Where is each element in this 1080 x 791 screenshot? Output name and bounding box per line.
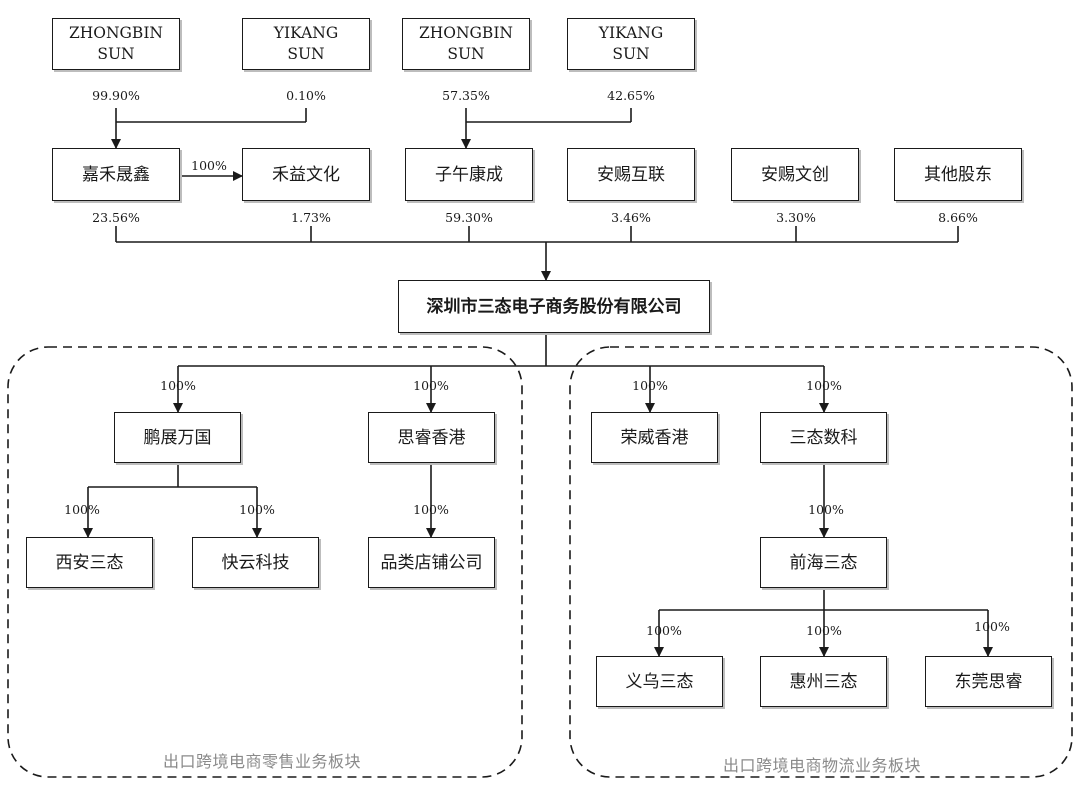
subsidiary-name: 前海三态: [789, 552, 858, 573]
shareholder-other: 其他股东: [894, 148, 1022, 201]
ownership-pct: 42.65%: [607, 88, 655, 103]
ownership-pct: 100%: [808, 502, 844, 517]
ownership-pct: 100%: [806, 378, 842, 393]
retail-segment-frame: [7, 346, 523, 778]
subsidiary-kuaiyun-keji: 快云科技: [192, 537, 319, 588]
shareholder-anci-hulian: 安赐互联: [567, 148, 695, 201]
shareholder-jiahe-shengxin: 嘉禾晟鑫: [52, 148, 180, 201]
shareholder-anci-wenchuang: 安赐文创: [731, 148, 859, 201]
ownership-pct: 8.66%: [938, 210, 978, 225]
ownership-pct: 100%: [64, 502, 100, 517]
ownership-pct: 99.90%: [92, 88, 140, 103]
subsidiary-dongguan-sirui: 东莞思睿: [925, 656, 1052, 707]
retail-segment-label: 出口跨境电商零售业务板块: [162, 752, 362, 771]
ownership-pct: 3.46%: [611, 210, 651, 225]
ownership-pct: 3.30%: [776, 210, 816, 225]
ownership-pct: 100%: [413, 502, 449, 517]
ownership-pct: 57.35%: [442, 88, 490, 103]
subsidiary-name: 品类店铺公司: [380, 552, 483, 573]
ownership-pct: 23.56%: [92, 210, 140, 225]
ownership-pct: 1.73%: [291, 210, 331, 225]
subsidiary-name: 快云科技: [221, 552, 290, 573]
shareholder-name-line1: YIKANG: [598, 24, 664, 42]
subsidiary-pinlei-store: 品类店铺公司: [368, 537, 495, 588]
subsidiary-name: 荣威香港: [620, 427, 689, 448]
shareholder-name-line1: ZHONGBIN: [68, 24, 163, 42]
subsidiary-name: 东莞思睿: [954, 671, 1023, 692]
ownership-pct: 0.10%: [286, 88, 326, 103]
shareholder-name: 其他股东: [924, 164, 992, 185]
main-company: 深圳市三态电子商务股份有限公司: [398, 280, 710, 333]
jiahe-to-heyi-pct: 100%: [191, 158, 227, 173]
shareholder-name: 子午康成: [435, 164, 503, 185]
ownership-pct: 100%: [974, 619, 1010, 634]
ownership-pct: 100%: [239, 502, 275, 517]
subsidiary-rongwei-hk: 荣威香港: [591, 412, 718, 463]
logistics-segment-frame: [569, 346, 1073, 778]
shareholder-name-line1: ZHONGBIN: [418, 24, 513, 42]
ownership-pct: 100%: [646, 623, 682, 638]
shareholder-name-line2: SUN: [612, 45, 650, 63]
ownership-pct: 59.30%: [445, 210, 493, 225]
shareholder-yikang-sun-1: YIKANG SUN: [242, 18, 370, 70]
subsidiary-name: 义乌三态: [625, 671, 694, 692]
shareholder-name: 安赐互联: [597, 164, 665, 185]
shareholder-name: 安赐文创: [761, 164, 829, 185]
subsidiary-yiwu-santai: 义乌三态: [596, 656, 723, 707]
shareholder-ziwu-kangcheng: 子午康成: [405, 148, 533, 201]
subsidiary-huizhou-santai: 惠州三态: [760, 656, 887, 707]
subsidiary-qianhai-santai: 前海三态: [760, 537, 887, 588]
ownership-pct: 100%: [160, 378, 196, 393]
company-name: 深圳市三态电子商务股份有限公司: [426, 296, 682, 317]
subsidiary-sirui-hk: 思睿香港: [368, 412, 495, 463]
shareholder-yikang-sun-2: YIKANG SUN: [567, 18, 695, 70]
shareholder-zhongbin-sun-1: ZHONGBIN SUN: [52, 18, 180, 70]
shareholder-name: 嘉禾晟鑫: [82, 164, 150, 185]
shareholder-name: 禾益文化: [272, 164, 340, 185]
shareholder-name-line2: SUN: [447, 45, 485, 63]
ownership-pct: 100%: [413, 378, 449, 393]
subsidiary-name: 鹏展万国: [143, 427, 212, 448]
shareholder-name-line1: YIKANG: [273, 24, 339, 42]
shareholder-heyi-wenhua: 禾益文化: [242, 148, 370, 201]
subsidiary-santai-shuke: 三态数科: [760, 412, 887, 463]
subsidiary-pengzhan-wanguo: 鹏展万国: [114, 412, 241, 463]
subsidiary-name: 思睿香港: [397, 427, 466, 448]
subsidiary-name: 西安三态: [55, 552, 124, 573]
ownership-pct: 100%: [632, 378, 668, 393]
shareholder-name-line2: SUN: [97, 45, 135, 63]
shareholder-zhongbin-sun-2: ZHONGBIN SUN: [402, 18, 530, 70]
shareholder-name-line2: SUN: [287, 45, 325, 63]
ownership-pct: 100%: [806, 623, 842, 638]
subsidiary-name: 惠州三态: [789, 671, 858, 692]
subsidiary-xian-santai: 西安三态: [26, 537, 153, 588]
logistics-segment-label: 出口跨境电商物流业务板块: [722, 756, 922, 775]
subsidiary-name: 三态数科: [789, 427, 858, 448]
